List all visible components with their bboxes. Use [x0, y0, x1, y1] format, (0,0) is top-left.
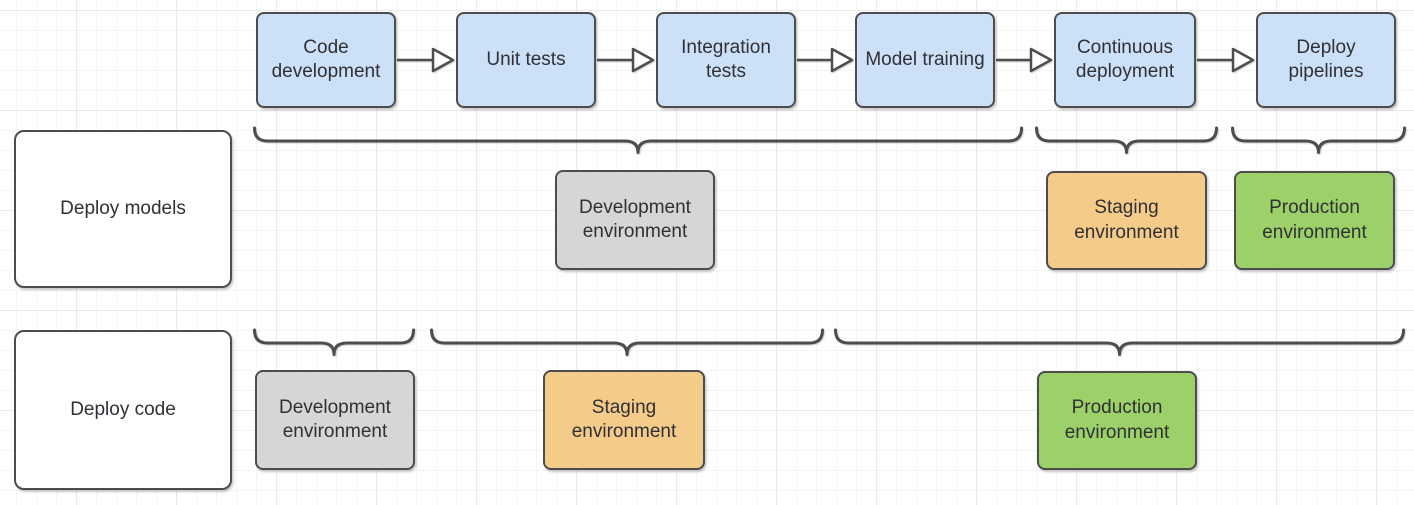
- row-label-deploy-code[interactable]: Deploy code: [14, 330, 232, 490]
- flow-step-label: Deploy pipelines: [1288, 36, 1364, 82]
- env-deploy-code-staging[interactable]: Staging environment: [543, 370, 705, 470]
- env-label: Development environment: [579, 196, 691, 242]
- brace-deploy-models-staging[interactable]: [1035, 126, 1218, 154]
- flow-step-label: Integration tests: [681, 36, 771, 82]
- flow-step-label: Model training: [865, 48, 985, 70]
- brace-deploy-code-production[interactable]: [834, 328, 1405, 356]
- env-label: Staging environment: [571, 396, 677, 442]
- env-label: Development environment: [279, 396, 391, 442]
- flow-step-code-development[interactable]: Code development: [256, 12, 396, 108]
- env-label: Production environment: [1064, 397, 1170, 443]
- flow-arrow-icon[interactable]: [396, 46, 456, 74]
- brace-deploy-models-development[interactable]: [253, 126, 1023, 154]
- flow-arrow-icon[interactable]: [596, 46, 656, 74]
- flow-step-deploy-pipelines[interactable]: Deploy pipelines: [1256, 12, 1396, 108]
- flow-arrow-icon[interactable]: [796, 46, 855, 74]
- flow-arrow-icon[interactable]: [1196, 46, 1256, 74]
- env-deploy-code-development[interactable]: Development environment: [255, 370, 415, 470]
- flow-step-label: Code development: [271, 36, 381, 82]
- flow-step-model-training[interactable]: Model training: [855, 12, 995, 108]
- brace-deploy-code-development[interactable]: [253, 328, 415, 356]
- flow-step-label: Unit tests: [486, 48, 566, 70]
- env-deploy-models-staging[interactable]: Staging environment: [1046, 171, 1207, 270]
- flow-arrow-icon[interactable]: [995, 46, 1054, 74]
- brace-deploy-models-production[interactable]: [1231, 126, 1406, 154]
- flow-step-continuous-deployment[interactable]: Continuous deployment: [1054, 12, 1196, 108]
- brace-deploy-code-staging[interactable]: [430, 328, 824, 356]
- env-deploy-code-production[interactable]: Production environment: [1037, 371, 1197, 470]
- flow-step-label: Continuous deployment: [1075, 36, 1175, 82]
- row-label-text: Deploy models: [60, 197, 186, 219]
- env-label: Staging environment: [1074, 197, 1179, 243]
- row-label-deploy-models[interactable]: Deploy models: [14, 130, 232, 288]
- env-deploy-models-production[interactable]: Production environment: [1234, 171, 1395, 270]
- env-label: Production environment: [1262, 197, 1367, 243]
- flow-step-unit-tests[interactable]: Unit tests: [456, 12, 596, 108]
- flow-step-integration-tests[interactable]: Integration tests: [656, 12, 796, 108]
- env-deploy-models-development[interactable]: Development environment: [555, 170, 715, 270]
- row-label-text: Deploy code: [70, 398, 176, 420]
